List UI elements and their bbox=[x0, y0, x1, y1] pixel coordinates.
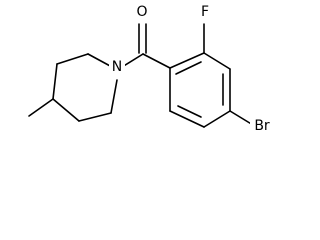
structure-canvas: O N F Br bbox=[28, 3, 274, 135]
fluorine-label-bg bbox=[198, 3, 212, 21]
bond-c6-n bbox=[110, 79, 118, 114]
nitrogen-label-bg bbox=[109, 58, 125, 76]
bond-ar4-ar5 bbox=[203, 110, 231, 128]
bond-c4-c5 bbox=[52, 98, 80, 122]
nitrogen-atom-label: N bbox=[112, 59, 122, 75]
bond-ar2-ar3 bbox=[203, 52, 231, 70]
bond-ar-inner-3 bbox=[177, 105, 202, 118]
bond-ar-inner-1 bbox=[175, 61, 202, 75]
bond-ar1-ar2 bbox=[169, 52, 205, 69]
bond-c4-methyl bbox=[28, 98, 54, 117]
atom-labels: O N F Br bbox=[109, 3, 274, 135]
bond-c3-c4 bbox=[52, 63, 58, 100]
bromine-atom-label: Br bbox=[254, 118, 270, 134]
oxygen-label-bg bbox=[134, 3, 150, 21]
bond-c2-c3 bbox=[56, 53, 89, 65]
bond-carbonyl-aryl bbox=[142, 53, 171, 69]
bond-ar4-bromine bbox=[229, 110, 254, 126]
bromine-label-bg bbox=[250, 117, 274, 135]
bond-c5-c6 bbox=[78, 112, 112, 122]
bond-n-c2 bbox=[87, 53, 113, 68]
oxygen-atom-label: O bbox=[136, 4, 147, 20]
chemical-structure-diagram: O N F Br bbox=[28, 3, 274, 135]
bond-ar5-ar6 bbox=[169, 110, 205, 128]
fluorine-atom-label: F bbox=[201, 4, 209, 20]
bond-n-carbonyl-carbon bbox=[121, 53, 144, 68]
bond-group bbox=[28, 23, 254, 128]
